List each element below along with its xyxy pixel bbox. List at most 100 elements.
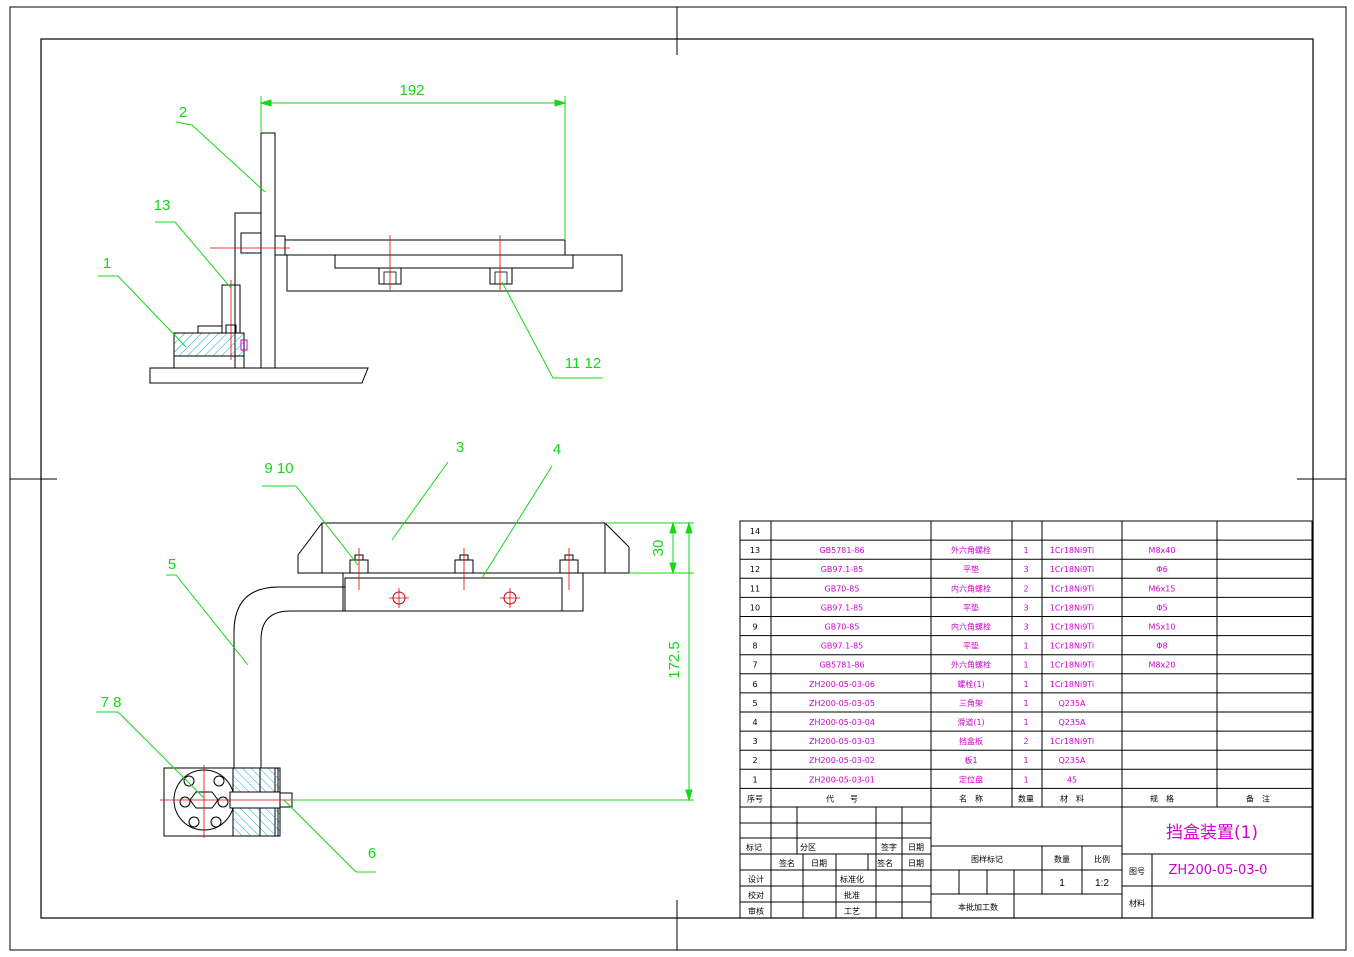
- bom-cell-code: ZH200-05-03-03: [809, 737, 875, 746]
- callout-11-12: 11 12: [565, 355, 601, 372]
- bom-cell-material: 1Cr18Ni9Ti: [1050, 737, 1094, 746]
- label-sign2: 签名: [779, 858, 795, 868]
- bom-cell-qty: 2: [1023, 737, 1028, 746]
- bom-cell-qty: 1: [1023, 546, 1028, 555]
- bom-cell-code: GB70-85: [825, 623, 860, 632]
- label-std: 标准化: [840, 874, 864, 884]
- bom-cell-no: 12: [750, 565, 760, 574]
- label-sign: 签字: [881, 842, 897, 852]
- top-view: [149, 132, 623, 384]
- bom-cell-no: 11: [750, 584, 760, 593]
- bottom-view-holes: [392, 591, 517, 605]
- bom-cell-code: GB70-85: [825, 584, 860, 593]
- label-date: 日期: [908, 843, 924, 852]
- bom-cell-spec: M6x15: [1149, 584, 1176, 593]
- bom-header-name: 名 称: [959, 793, 983, 803]
- bom-cell-name: 平垫: [963, 564, 979, 574]
- bottom-view-leaders: [96, 461, 553, 873]
- bom-cell-code: ZH200-05-03-04: [809, 718, 875, 727]
- bom-cell-no: 3: [752, 737, 757, 746]
- label-stage-mark: 图样标记: [971, 854, 1003, 864]
- label-audit: 审核: [748, 906, 764, 916]
- top-view-leaders: [98, 121, 603, 379]
- bom-cell-spec: M8x40: [1149, 546, 1176, 555]
- label-material: 材料: [1129, 898, 1145, 908]
- label-scale: 比例: [1094, 854, 1110, 864]
- bom-cell-qty: 2: [1023, 584, 1028, 593]
- dimension-172-5-label: 172.5: [666, 641, 683, 679]
- bom-cell-no: 5: [752, 699, 757, 708]
- dimension-192: [259, 96, 567, 240]
- bom-cell-no: 8: [752, 642, 757, 651]
- bottom-view-centerlines: [160, 548, 570, 838]
- bom-cell-material: 1Cr18Ni9Ti: [1050, 603, 1094, 612]
- bom-cell-qty: 1: [1023, 661, 1028, 670]
- label-mark: 标记: [746, 842, 762, 852]
- bom-cell-qty: 3: [1023, 623, 1028, 632]
- bom-cell-material: 1Cr18Ni9Ti: [1050, 565, 1094, 574]
- bom-cell-no: 4: [752, 718, 757, 727]
- bom-cell-no: 14: [750, 527, 760, 536]
- bom-cell-code: GB97.1-85: [821, 565, 864, 574]
- bom-cell-name: 外六角螺栓: [951, 660, 991, 670]
- value-quantity: 1: [1059, 878, 1065, 889]
- bom-cell-spec: Φ6: [1156, 565, 1167, 574]
- bom-cell-name: 板1: [964, 755, 977, 765]
- label-approve: 批准: [844, 890, 860, 900]
- bom-cell-code: GB97.1-85: [821, 603, 864, 612]
- bom-cell-material: Q235A: [1058, 718, 1086, 727]
- bom-cell-qty: 1: [1023, 775, 1028, 784]
- callout-3: 3: [456, 439, 464, 456]
- bom-cell-qty: 3: [1023, 565, 1028, 574]
- bom-header-note: 备 注: [1246, 793, 1270, 803]
- bom-header-material: 材 料: [1060, 793, 1084, 803]
- bom-cell-code: ZH200-05-03-06: [809, 680, 875, 689]
- bom-cell-code: ZH200-05-03-02: [809, 756, 875, 765]
- bom-header-qty: 数量: [1018, 793, 1034, 803]
- bom-cell-name: 内六角螺栓: [951, 583, 991, 593]
- bom-cell-no: 13: [750, 546, 760, 555]
- label-quantity: 数量: [1054, 854, 1070, 864]
- drawing-number: ZH200-05-03-0: [1169, 863, 1268, 878]
- bom-cell-material: 1Cr18Ni9Ti: [1050, 546, 1094, 555]
- bom-cell-no: 9: [752, 623, 757, 632]
- bom-cell-qty: 1: [1023, 756, 1028, 765]
- label-date3: 日期: [908, 859, 924, 868]
- title-block: [739, 806, 1313, 919]
- drawing-title: 挡盒装置(1): [1166, 823, 1258, 843]
- bom-cell-material: 1Cr18Ni9Ti: [1050, 661, 1094, 670]
- bom-cell-name: 螺栓(1): [957, 679, 984, 689]
- bom-cell-spec: Φ5: [1156, 603, 1167, 612]
- bom-cell-spec: Φ8: [1156, 642, 1167, 651]
- bom-table: [739, 520, 1313, 808]
- bom-cell-material: Q235A: [1058, 756, 1086, 765]
- callout-6: 6: [368, 845, 376, 862]
- bom-cell-no: 10: [750, 603, 760, 612]
- bom-cell-material: 45: [1067, 775, 1077, 784]
- bom-cell-material: 1Cr18Ni9Ti: [1050, 584, 1094, 593]
- callout-13: 13: [154, 197, 171, 214]
- callout-7-8: 7 8: [101, 694, 122, 711]
- bom-cell-name: 内六角螺栓: [951, 622, 991, 632]
- bottom-view: [163, 522, 630, 837]
- bom-cell-material: 1Cr18Ni9Ti: [1050, 680, 1094, 689]
- label-sign3: 签名: [877, 858, 893, 868]
- bom-cell-qty: 1: [1023, 680, 1028, 689]
- bom-cell-code: GB97.1-85: [821, 642, 864, 651]
- bom-cell-code: ZH200-05-03-01: [809, 775, 875, 784]
- bom-cell-qty: 1: [1023, 718, 1028, 727]
- bom-header-no: 序号: [747, 793, 763, 803]
- label-zone: 分区: [800, 843, 816, 852]
- label-design: 设计: [748, 874, 764, 884]
- bom-cell-no: 2: [752, 756, 757, 765]
- bom-cell-spec: M5x10: [1149, 623, 1176, 632]
- bom-cell-no: 7: [752, 661, 757, 670]
- title-block-text: 标记 分区 签字 日期 签名 日期 签名 日期 设计 标准化 校对 批准 审核 …: [746, 842, 1145, 916]
- callout-2: 2: [179, 104, 187, 121]
- bom-cell-material: Q235A: [1058, 699, 1086, 708]
- bom-cell-no: 1: [752, 775, 757, 784]
- label-check: 校对: [748, 890, 764, 900]
- bom-cell-qty: 1: [1023, 699, 1028, 708]
